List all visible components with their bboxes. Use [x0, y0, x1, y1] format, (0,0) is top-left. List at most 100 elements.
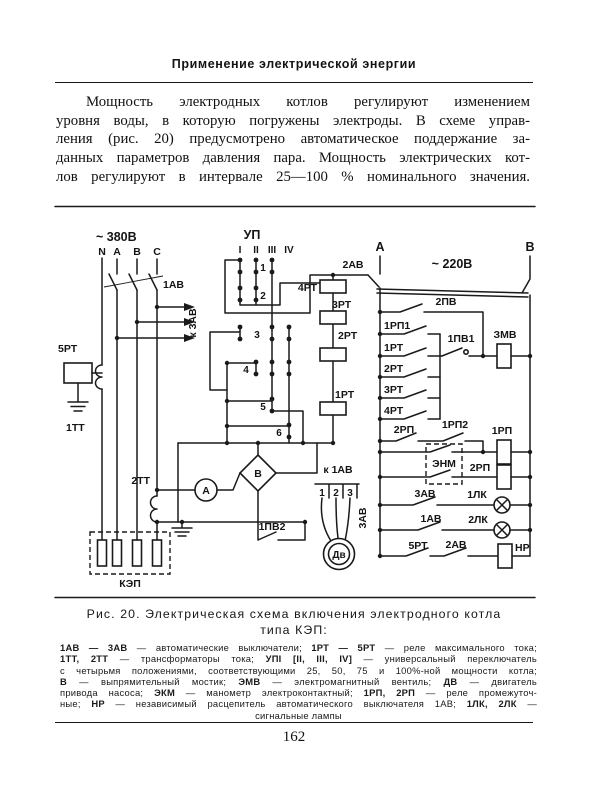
- paragraph-line: ления (рис. 20) предусмотрено автоматиче…: [56, 131, 530, 148]
- label-up-col-1: I: [239, 245, 242, 256]
- legend-line: В — выпрямительный мостик; ЭМВ — электро…: [60, 676, 537, 687]
- legend-abbreviation: ДВ: [443, 675, 458, 687]
- figure-legend: 1АВ — 3АВ — автоматические выключатели; …: [60, 642, 537, 721]
- paragraph-line: уровня воды, в которую погружены электро…: [56, 112, 530, 129]
- label-switch-5rt: 5РТ: [408, 540, 428, 552]
- label-boiler-kep: КЭП: [119, 578, 141, 590]
- legend-text: привода насоса;: [60, 687, 155, 699]
- legend-text: — электромагнитный вентиль;: [260, 675, 444, 687]
- body-paragraph: Мощность электродных котлов регулируют и…: [56, 93, 530, 187]
- label-coil-3rt: 3РТ: [332, 299, 352, 311]
- legend-line: привода насоса; ЭКМ — манометр электроко…: [60, 687, 537, 698]
- label-motor-term-1: 1: [319, 488, 325, 499]
- legend-abbreviation: 1РП, 2РП: [363, 687, 416, 699]
- label-switch-3rt: 3РТ: [384, 384, 404, 396]
- label-relay-5rt: 5РТ: [58, 343, 78, 355]
- paragraph-line: Мощность электродных котлов регулируют и…: [86, 94, 530, 110]
- label-breaker-1av: 1АВ: [163, 279, 184, 291]
- label-phase-n: N: [98, 246, 106, 258]
- label-switch-4rt: 4РТ: [384, 405, 404, 417]
- label-coil-1rt: 1РТ: [335, 389, 355, 401]
- bottom-rule: [55, 722, 533, 723]
- figure-diagram: ~ 380В N А В С 1АВ к 3АВ 5РТ 1ТТ 2ТТ КЭП…: [54, 205, 536, 599]
- label-380v: ~ 380В: [96, 230, 137, 244]
- control-ladder: [367, 255, 531, 569]
- label-lamp-2lk: 2ЛК: [468, 514, 488, 526]
- label-to-3av: к 3АВ: [187, 308, 199, 338]
- label-motor-term-2: 2: [333, 488, 339, 499]
- label-manometer-enm: ЭНМ: [432, 458, 456, 470]
- label-to-1av: к 1АВ: [323, 464, 353, 476]
- legend-abbreviation: В: [60, 675, 68, 687]
- label-terminal-a: А: [375, 240, 384, 254]
- label-ammeter: А: [202, 485, 210, 497]
- label-switch-1pv2: 1ПВ2: [259, 521, 286, 533]
- label-phase-a: А: [113, 246, 121, 258]
- legend-abbreviation: УПI [II, III, IV]: [265, 653, 353, 665]
- label-release-nr: НР: [515, 542, 530, 554]
- label-switch-1rp2: 1РП2: [442, 419, 468, 431]
- figure-caption-line1: Рис. 20. Электрическая схема включения э…: [86, 607, 502, 621]
- label-switch-1rt: 1РТ: [384, 342, 404, 354]
- legend-text: — реле промежуточ-: [415, 687, 537, 699]
- legend-text: — универсальный переключатель: [352, 653, 538, 665]
- figure-caption: Рис. 20. Электрическая схема включения э…: [55, 606, 533, 638]
- label-up-pos-4: 4: [243, 365, 249, 376]
- label-switch-2rt: 2РТ: [384, 363, 404, 375]
- legend-abbreviation: ЭМВ: [238, 675, 261, 687]
- label-switch-2pv: 2ПВ: [436, 296, 457, 308]
- label-breaker-3av: 3АВ: [357, 507, 369, 528]
- legend-line: 1АВ — 3АВ — автоматические выключатели; …: [60, 642, 537, 653]
- label-rectifier: В: [254, 468, 262, 480]
- label-up-col-2: II: [253, 245, 259, 256]
- header-rule: [55, 82, 533, 83]
- page-header-title: Применение электрической энергии: [171, 57, 417, 71]
- legend-abbreviation: ЭКМ: [154, 687, 176, 699]
- label-switch-2rp: 2РП: [394, 424, 414, 436]
- label-switch-2av: 2АВ: [445, 539, 466, 551]
- label-phase-c: С: [153, 246, 161, 258]
- current-relay-chain: [319, 274, 347, 444]
- label-220v: ~ 220В: [432, 257, 473, 271]
- paragraph-line: данных параметров давления пара. Мощност…: [56, 150, 530, 167]
- legend-abbreviation: НР: [91, 698, 105, 710]
- paragraph-line: лов регулируют в интервале 25—100 % номи…: [56, 168, 530, 185]
- figure-caption-line2: типа КЭП:: [260, 623, 328, 637]
- legend-text: — независимый расцепитель автоматическог…: [104, 698, 467, 710]
- label-coil-2rt: 2РТ: [338, 330, 358, 342]
- label-terminal-b: В: [525, 240, 534, 254]
- legend-abbreviation: 1ТТ, 2ТТ: [60, 653, 109, 665]
- legend-text: — автоматические выключатели;: [127, 642, 312, 653]
- label-up-pos-6: 6: [276, 428, 282, 439]
- legend-line: с четырьмя положениями, соответствующими…: [60, 665, 537, 676]
- label-switch-1rp1: 1РП1: [384, 320, 410, 332]
- label-ct-2tt: 2ТТ: [131, 475, 150, 487]
- label-up-pos-5: 5: [260, 402, 266, 413]
- junction-dots: [114, 272, 533, 559]
- legend-abbreviation: 1ЛК, 2ЛК: [466, 698, 517, 710]
- legend-line: ные; НР — независимый расцепитель автома…: [60, 698, 537, 709]
- universal-switch-matrix: [209, 257, 369, 444]
- label-ct-1tt: 1ТТ: [66, 422, 85, 434]
- label-phase-b: В: [133, 246, 141, 258]
- label-switch-1pv1: 1ПВ1: [448, 333, 475, 345]
- label-switch-1av: 1АВ: [420, 513, 441, 525]
- power-section-wires: [63, 257, 360, 575]
- legend-text: сигнальные лампы: [255, 709, 342, 721]
- label-up-col-4: IV: [284, 245, 294, 256]
- legend-text: — реле максимального тока;: [375, 642, 538, 653]
- legend-text: —: [516, 698, 537, 710]
- label-up-switch: УП: [244, 228, 261, 242]
- legend-text: — выпрямительный мостик;: [67, 675, 239, 687]
- legend-abbreviation: 1РТ — 5РТ: [311, 642, 376, 653]
- legend-line: сигнальные лампы: [60, 710, 537, 721]
- label-up-pos-1: 1: [260, 263, 266, 274]
- page-number: 162: [282, 729, 306, 745]
- legend-abbreviation: 1АВ — 3АВ: [60, 642, 128, 653]
- label-up-col-3: III: [268, 245, 277, 256]
- label-coil-1rp: 1РП: [492, 425, 512, 437]
- label-up-pos-2: 2: [260, 291, 266, 302]
- label-switch-3av: 3АВ: [414, 488, 435, 500]
- legend-line: 1ТТ, 2ТТ — трансформаторы тока; УПI [II,…: [60, 653, 537, 664]
- label-motor-term-3: 3: [347, 488, 353, 499]
